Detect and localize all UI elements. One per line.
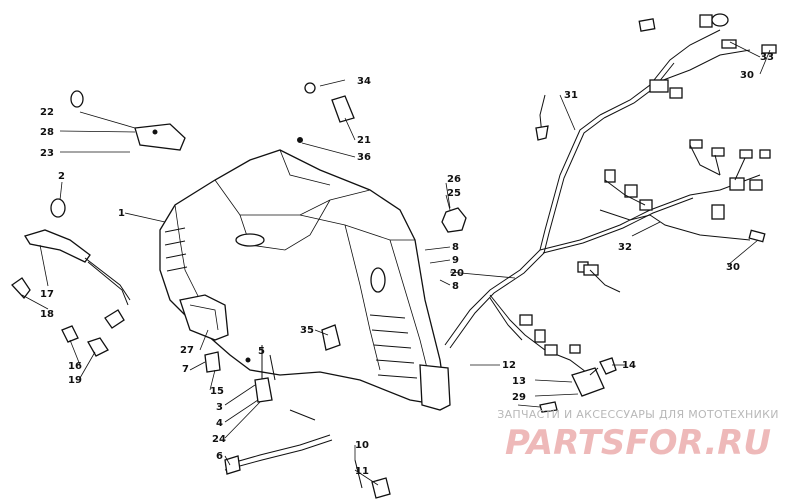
callout-25: 25 — [447, 188, 461, 199]
callout-32: 32 — [618, 242, 632, 253]
small-hardware — [204, 345, 276, 403]
callout-23: 23 — [40, 148, 54, 159]
clip-18 — [11, 277, 31, 300]
cable-10 — [354, 459, 363, 489]
callout-14: 14 — [622, 360, 636, 371]
callout-24: 24 — [212, 434, 226, 445]
callout-6: 6 — [216, 451, 223, 462]
callout-30-bottom: 30 — [726, 262, 740, 273]
socket-19 — [87, 337, 109, 357]
grommet-22 — [70, 90, 84, 108]
washer-34 — [304, 82, 316, 94]
callout-3: 3 — [216, 402, 223, 413]
callout-18: 18 — [40, 309, 54, 320]
callout-10: 10 — [355, 440, 369, 451]
callout-36: 36 — [357, 152, 371, 163]
callout-35: 35 — [300, 325, 314, 336]
callout-labels: 34 22 28 23 21 36 31 33 30 2 1 26 25 8 9… — [40, 52, 774, 477]
callout-2: 2 — [58, 171, 65, 182]
clamp-11 — [371, 477, 391, 499]
screw-29 — [539, 401, 558, 413]
watermark-tagline: ЗАПЧАСТИ И АКСЕССУАРЫ ДЛЯ МОТОТЕХНИКИ — [497, 408, 779, 421]
bracket-35 — [321, 324, 341, 351]
callout-4: 4 — [216, 418, 223, 429]
watermark-logo-text: PARTSFOR.RU — [505, 423, 771, 462]
callout-7: 7 — [182, 364, 189, 375]
console-housing — [159, 149, 451, 411]
callout-29: 29 — [512, 392, 526, 403]
callout-8-lower: 8 — [452, 281, 459, 292]
switch-16 — [61, 325, 79, 343]
switch-21 — [331, 95, 355, 123]
switch-plate — [134, 123, 186, 151]
callout-30-top: 30 — [740, 70, 754, 81]
callout-27: 27 — [180, 345, 194, 356]
leader-lines — [21, 41, 771, 486]
throttle-lever — [23, 229, 131, 329]
callout-33: 33 — [760, 52, 774, 63]
nut-26 — [441, 207, 467, 233]
callout-20: 20 — [450, 268, 464, 279]
callout-1: 1 — [118, 208, 125, 219]
callout-22: 22 — [40, 107, 54, 118]
lamp-bracket — [179, 294, 229, 341]
wiring-harness — [444, 13, 777, 376]
callout-34: 34 — [357, 76, 371, 87]
callout-26: 26 — [447, 174, 461, 185]
callout-5: 5 — [258, 346, 265, 357]
callout-28: 28 — [40, 127, 54, 138]
callout-11: 11 — [355, 466, 369, 477]
callout-12: 12 — [502, 360, 516, 371]
callout-13: 13 — [512, 376, 526, 387]
callout-16: 16 — [68, 361, 82, 372]
callout-31: 31 — [564, 90, 578, 101]
watermark-logo: PARTSFOR.RU — [505, 423, 771, 462]
screw-36 — [297, 137, 303, 143]
lower-cable — [224, 409, 333, 475]
callout-17: 17 — [40, 289, 54, 300]
callout-15: 15 — [210, 386, 224, 397]
callout-8-upper: 8 — [452, 242, 459, 253]
callout-21: 21 — [357, 135, 371, 146]
knob-2 — [50, 198, 66, 218]
callout-19: 19 — [68, 375, 82, 386]
relay-13 — [571, 357, 617, 397]
callout-9: 9 — [452, 255, 459, 266]
